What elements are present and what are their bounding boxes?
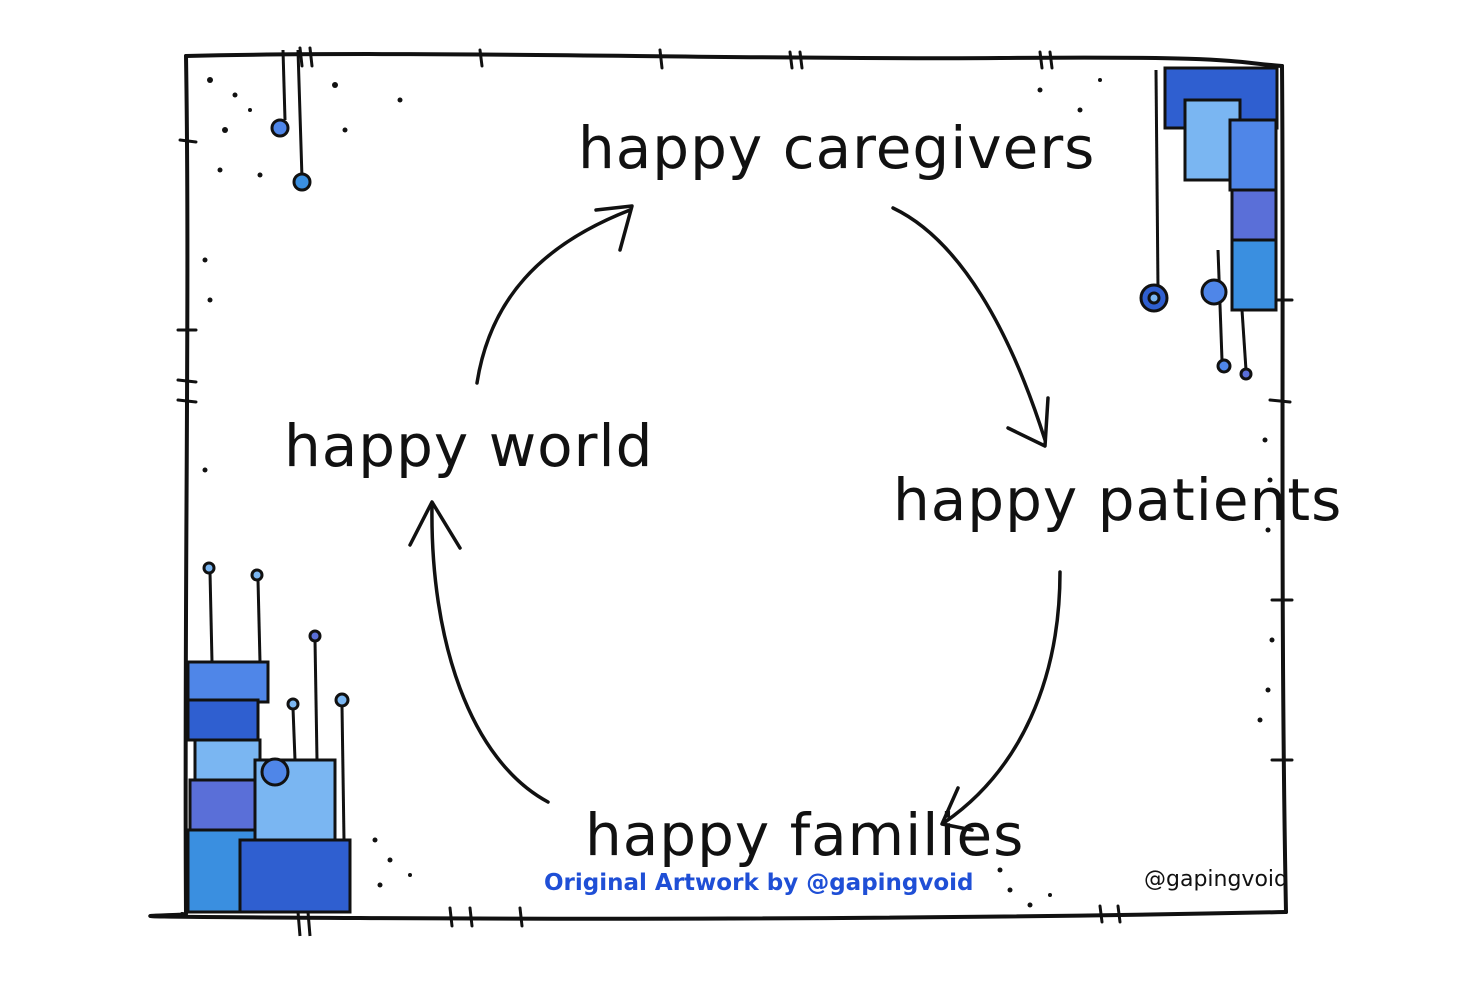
node-label-families: happy families: [585, 801, 1024, 869]
artist-signature: @gapingvoid: [1144, 867, 1288, 892]
node-label-caregivers: happy caregivers: [578, 114, 1095, 182]
decoration-bottom-left: [186, 561, 352, 937]
sketch-dots: [202, 77, 1275, 908]
cycle-arrows: [408, 204, 1062, 832]
arrow-families-to-world: [408, 500, 550, 804]
sketch-frame: [148, 46, 1294, 928]
arrow-world-to-caregivers: [475, 204, 634, 385]
dangling-ornaments-top-left: [270, 49, 312, 192]
decoration-top-right: [1139, 66, 1279, 381]
node-label-patients: happy patients: [893, 466, 1342, 534]
arrow-caregivers-to-patients: [891, 206, 1050, 448]
arrow-patients-to-families: [940, 570, 1062, 832]
artwork-credit: Original Artwork by @gapingvoid: [544, 870, 974, 896]
node-label-world: happy world: [284, 412, 653, 480]
